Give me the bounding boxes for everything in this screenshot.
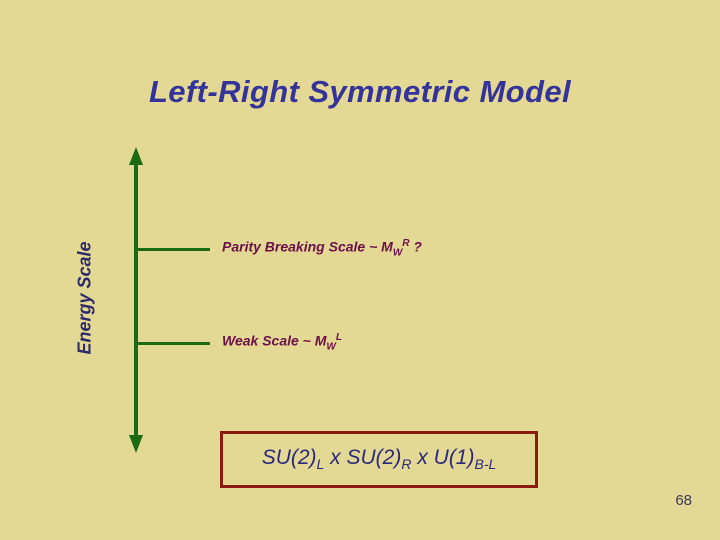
gauge-group-formula: SU(2)L x SU(2)R x U(1)B-L [262,447,497,471]
energy-axis-arrow [118,145,158,455]
scale-label-weak-superscript: L [335,332,342,344]
scale-label-parity-breaking: Parity Breaking Scale ~ MWR ? [222,239,422,258]
gauge-group-box: SU(2)L x SU(2)R x U(1)B-L [220,431,538,488]
page-title: Left-Right Symmetric Model [148,74,572,109]
double-arrow-icon [129,147,143,453]
scale-label-parity-suffix: ? [409,238,422,255]
scale-row-parity-breaking: Parity Breaking Scale ~ MWR ? [136,239,422,259]
scale-label-weak-subscript: W [326,341,336,353]
scale-label-weak-prefix: Weak Scale ~ M [222,332,327,349]
gauge-group-segment-3-sub: B-L [474,456,497,473]
page-number: 68 [675,492,692,509]
gauge-group-segment-1-sub: L [316,456,325,473]
gauge-group-segment-1-base: SU(2) [261,446,317,470]
scale-label-parity-subscript: W [392,247,403,259]
scale-label-parity-superscript: R [402,238,410,250]
energy-scale-axis-label: Energy Scale [74,241,95,355]
gauge-group-segment-2-base: x SU(2) [324,446,402,470]
gauge-group-segment-2-sub: R [401,456,412,473]
scale-tick-parity-breaking [136,247,210,251]
scale-label-weak: Weak Scale ~ MWL [222,333,342,352]
scale-tick-weak [136,341,210,345]
gauge-group-segment-3-base: x U(1) [411,446,475,470]
scale-row-weak: Weak Scale ~ MWL [136,333,342,353]
scale-label-parity-prefix: Parity Breaking Scale ~ M [222,238,393,255]
